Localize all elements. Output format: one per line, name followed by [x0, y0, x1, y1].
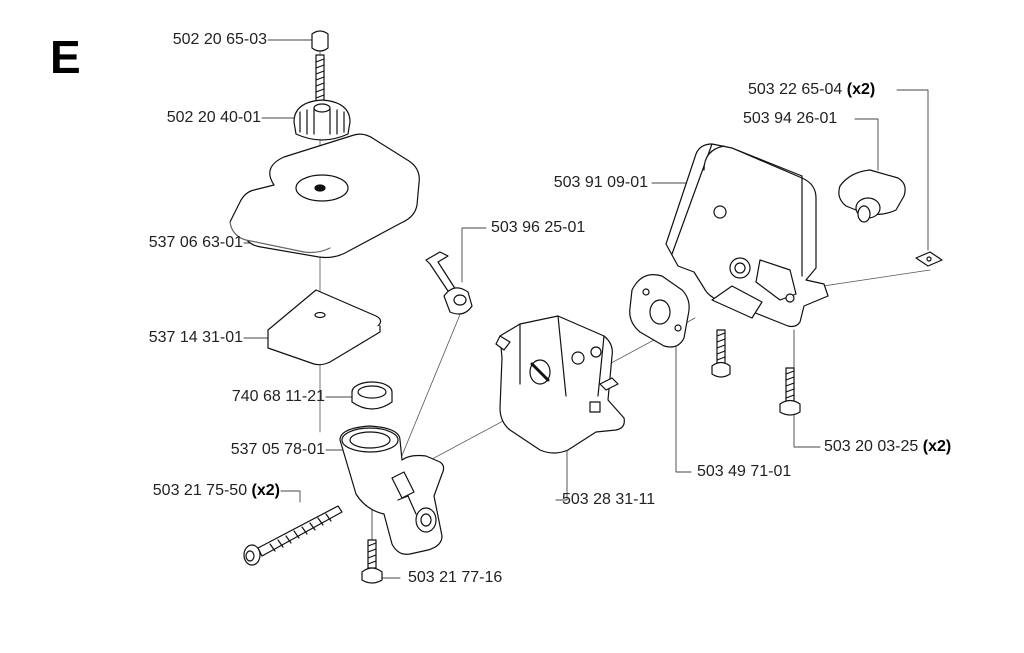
- gasket-503-49-71-01: [629, 274, 690, 348]
- part-number: 537 14 31-01: [148, 329, 243, 346]
- part-label-502-20-40-01: 502 20 40-01: [167, 109, 261, 127]
- part-number: 503 91 09-01: [553, 174, 648, 191]
- intake-elbow-537-05-78-01: [339, 425, 445, 555]
- sleeve-503-94-26-01: [838, 169, 906, 223]
- part-label-503-21-75-50: 503 21 75-50 (x2): [153, 482, 280, 500]
- section-letter: E: [50, 31, 81, 83]
- part-label-503-22-65-04: 503 22 65-04 (x2): [748, 81, 875, 99]
- knob-nut-502-20-40-01: [293, 99, 351, 141]
- part-number: 503 20 03-25: [824, 438, 919, 455]
- part-number: 503 21 75-50: [152, 482, 248, 499]
- part-number: 503 94 26-01: [743, 110, 838, 127]
- part-label-503-21-77-16: 503 21 77-16: [408, 569, 502, 587]
- part-number: 503 22 65-04: [748, 81, 843, 98]
- filter-537-14-31-01: [267, 289, 382, 366]
- part-label-537-06-63-01: 537 06 63-01: [149, 234, 243, 252]
- part-label-503-96-25-01: 503 96 25-01: [491, 219, 585, 237]
- carburetor-503-28-31-11: [495, 315, 625, 454]
- bolt-housing-left: [711, 329, 731, 378]
- part-label-503-91-09-01: 503 91 09-01: [554, 174, 648, 192]
- part-number: 502 20 65-03: [172, 31, 267, 48]
- long-screw-503-21-75-50: [243, 505, 343, 566]
- screw-502-20-65-03: [311, 30, 329, 106]
- ring-740-68-11-21: [351, 381, 393, 410]
- assembly-axes: [319, 44, 931, 488]
- part-label-503-28-31-11: 503 28 31-11: [562, 491, 655, 509]
- part-number: 502 20 40-01: [166, 109, 261, 126]
- part-label-537-14-31-01: 537 14 31-01: [149, 329, 243, 347]
- part-number: 503 96 25-01: [491, 219, 586, 236]
- quantity: (x2): [846, 81, 876, 98]
- part-label-503-94-26-01: 503 94 26-01: [743, 110, 837, 128]
- quantity: (x2): [922, 438, 952, 455]
- part-number: 503 21 77-16: [408, 569, 503, 586]
- part-label-537-05-78-01: 537 05 78-01: [231, 441, 325, 459]
- housing-503-91-09-01: [665, 143, 829, 328]
- filter-cover-537-06-63-01: [229, 133, 420, 259]
- part-label-503-49-71-01: 503 49 71-01: [697, 463, 791, 481]
- lever-503-96-25-01: [425, 251, 473, 315]
- screw-503-21-77-16: [361, 539, 383, 584]
- part-label-502-20-65-03: 502 20 65-03: [173, 31, 267, 49]
- bolt-503-20-03-25: [779, 367, 801, 416]
- part-number: 537 05 78-01: [230, 441, 325, 458]
- square-nut-503-22-65-04: [915, 251, 943, 267]
- part-number: 503 49 71-01: [697, 463, 792, 480]
- part-number: 740 68 11-21: [231, 388, 325, 405]
- part-label-740-68-11-21: 740 68 11-21: [232, 388, 325, 406]
- part-number: 537 06 63-01: [148, 234, 243, 251]
- quantity: (x2): [251, 482, 280, 499]
- part-number: 503 28 31-11: [562, 491, 656, 508]
- part-label-503-20-03-25: 503 20 03-25 (x2): [824, 438, 951, 456]
